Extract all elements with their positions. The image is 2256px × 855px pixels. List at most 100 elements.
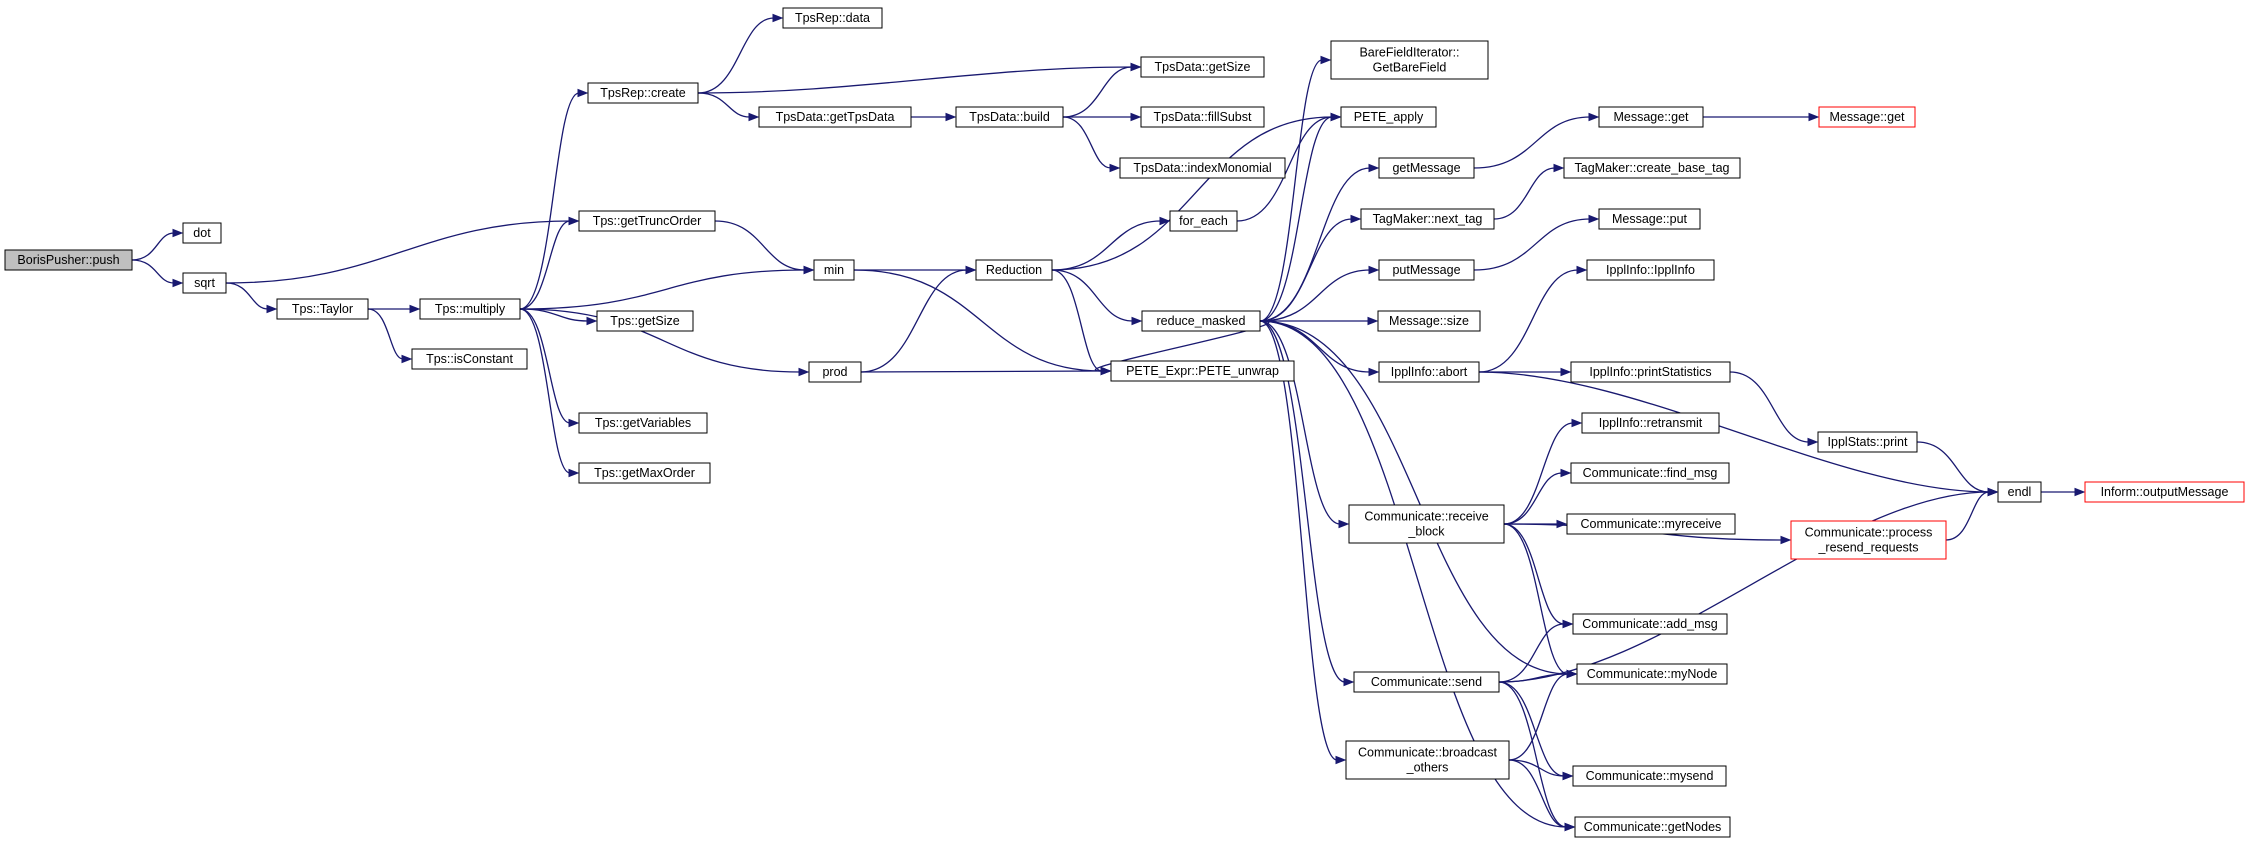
- node-label-line: Communicate::broadcast: [1358, 746, 1497, 760]
- node-comm-myreceive[interactable]: Communicate::myreceive: [1566, 513, 1736, 535]
- node-comm-broadcast-others[interactable]: Communicate::broadcast_others: [1345, 740, 1510, 780]
- edge-reduce-masked-to-comm-receive-block: [1259, 320, 1350, 529]
- node-comm-mysend[interactable]: Communicate::mysend: [1572, 765, 1727, 787]
- node-tps-taylor[interactable]: Tps::Taylor: [276, 298, 369, 320]
- node-tpsdata-fillsubst[interactable]: TpsData::fillSubst: [1140, 106, 1265, 128]
- node-box: [1818, 106, 1916, 128]
- node-comm-mynode[interactable]: Communicate::myNode: [1576, 663, 1728, 685]
- node-box: [578, 210, 716, 232]
- node-box: [1997, 481, 2042, 503]
- arrowhead-icon: [1130, 112, 1142, 122]
- edge-line: [1259, 320, 1346, 683]
- node-inform-outputmessage[interactable]: Inform::outputMessage: [2084, 481, 2245, 503]
- node-message-get[interactable]: Message::get: [1598, 106, 1704, 128]
- node-label: Communicate::broadcast_others: [1358, 746, 1497, 775]
- node-label: TpsData::indexMonomial: [1133, 161, 1271, 175]
- node-tpsdata-gettpsdata[interactable]: TpsData::getTpsData: [758, 106, 912, 128]
- node-tps-getvariables[interactable]: Tps::getVariables: [578, 412, 708, 434]
- edge-line: [860, 370, 1103, 373]
- node-prod[interactable]: prod: [808, 361, 862, 383]
- edge-line: [1503, 472, 1563, 525]
- node-box: [1330, 40, 1489, 80]
- edge-comm-send-to-comm-add-msg: [1498, 619, 1574, 683]
- node-label: Communicate::process_resend_requests: [1805, 526, 1933, 555]
- edge-tpsdata-build-to-tpsdata-fillsubst: [1063, 112, 1142, 122]
- node-comm-find-msg[interactable]: Communicate::find_msg: [1570, 462, 1730, 484]
- node-tps-gettruncorder[interactable]: Tps::getTruncOrder: [578, 210, 716, 232]
- node-comm-send[interactable]: Communicate::send: [1353, 671, 1500, 693]
- node-label: IpplInfo::printStatistics: [1589, 365, 1711, 379]
- node-ipplinfo-printstatistics[interactable]: IpplInfo::printStatistics: [1570, 361, 1731, 383]
- edge-bp-push-to-dot: [131, 228, 184, 261]
- edge-putmessage-to-message-put: [1473, 214, 1600, 271]
- node-comm-add-msg[interactable]: Communicate::add_msg: [1572, 613, 1728, 635]
- node-tpsdata-getsize[interactable]: TpsData::getSize: [1140, 56, 1265, 78]
- arrowhead-icon: [1367, 316, 1379, 326]
- node-tpsrep-create[interactable]: TpsRep::create: [587, 82, 699, 104]
- node-bfi-getbarefield[interactable]: BareFieldIterator::GetBareField: [1330, 40, 1489, 80]
- node-box: [1598, 106, 1704, 128]
- node-pete-apply[interactable]: PETE_apply: [1340, 106, 1437, 128]
- node-putmessage[interactable]: putMessage: [1378, 259, 1475, 281]
- node-message-size[interactable]: Message::size: [1377, 310, 1481, 332]
- node-tps-getmaxorder[interactable]: Tps::getMaxOrder: [578, 462, 711, 484]
- edge-line: [1051, 269, 1134, 322]
- node-comm-process-resend[interactable]: Communicate::process_resend_requests: [1790, 520, 1947, 560]
- node-tagmaker-create-base-tag[interactable]: TagMaker::create_base_tag: [1563, 157, 1741, 179]
- node-tps-getsize[interactable]: Tps::getSize: [596, 310, 694, 332]
- node-tagmaker-next-tag[interactable]: TagMaker::next_tag: [1360, 208, 1495, 230]
- node-tps-isconstant[interactable]: Tps::isConstant: [411, 348, 528, 370]
- arrowhead-icon: [1553, 163, 1565, 173]
- edge-reduce-masked-to-comm-broadcast-others: [1259, 320, 1347, 765]
- arrowhead-icon: [1780, 535, 1792, 545]
- edge-line: [1508, 759, 1567, 828]
- node-message-put[interactable]: Message::put: [1598, 208, 1701, 230]
- node-label: endl: [2008, 485, 2032, 499]
- edge-line: [1259, 320, 1567, 828]
- arrowhead-icon: [568, 468, 580, 478]
- node-getmessage[interactable]: getMessage: [1378, 157, 1475, 179]
- node-ipplinfo-abort[interactable]: IpplInfo::abort: [1378, 361, 1480, 383]
- edge-line: [697, 66, 1133, 94]
- arrowhead-icon: [1159, 216, 1171, 226]
- node-tps-multiply[interactable]: Tps::multiply: [419, 298, 521, 320]
- edge-reduce-masked-to-putmessage: [1259, 265, 1380, 322]
- node-box: [1348, 504, 1505, 544]
- node-ipplstats-print[interactable]: IpplStats::print: [1817, 431, 1918, 453]
- edge-reduction-to-pete-unwrap: [1051, 269, 1112, 376]
- node-reduce-masked[interactable]: reduce_masked: [1141, 310, 1261, 332]
- node-box: [1378, 157, 1475, 179]
- node-comm-getnodes[interactable]: Communicate::getNodes: [1574, 816, 1731, 838]
- node-tpsrep-data[interactable]: TpsRep::data: [782, 7, 883, 29]
- node-box: [1353, 671, 1500, 693]
- edge-line: [1508, 759, 1565, 777]
- node-box: [1572, 613, 1728, 635]
- node-message-get-red[interactable]: Message::get: [1818, 106, 1916, 128]
- node-reduction[interactable]: Reduction: [975, 259, 1053, 281]
- node-endl[interactable]: endl: [1997, 481, 2042, 503]
- edge-endl-to-inform-outputmessage: [2040, 487, 2086, 497]
- node-box: [1570, 361, 1731, 383]
- arrowhead-icon: [1350, 214, 1362, 224]
- edge-line: [519, 269, 806, 310]
- node-ipplinfo-retransmit[interactable]: IpplInfo::retransmit: [1581, 412, 1720, 434]
- arrowhead-icon: [1100, 366, 1112, 376]
- edge-tpsrep-create-to-tpsdata-getsize: [697, 62, 1142, 94]
- node-pete-unwrap[interactable]: PETE_Expr::PETE_unwrap: [1110, 360, 1295, 382]
- node-min[interactable]: min: [813, 259, 855, 281]
- node-tpsdata-build[interactable]: TpsData::build: [955, 106, 1064, 128]
- node-box: [1141, 310, 1261, 332]
- edge-line: [131, 259, 175, 284]
- node-comm-receive-block[interactable]: Communicate::receive_block: [1348, 504, 1505, 544]
- node-tpsdata-indexmonomial[interactable]: TpsData::indexMonomial: [1119, 157, 1286, 179]
- arrowhead-icon: [965, 265, 977, 275]
- node-label: Tps::isConstant: [426, 352, 513, 366]
- node-box: [578, 462, 711, 484]
- edge-reduction-to-pete-apply: [1051, 112, 1342, 271]
- edge-line: [1498, 623, 1565, 683]
- node-sqrt[interactable]: sqrt: [182, 272, 227, 294]
- node-dot[interactable]: dot: [182, 222, 222, 244]
- node-box: [1576, 663, 1728, 685]
- node-for-each[interactable]: for_each: [1169, 210, 1238, 232]
- node-ipplinfo-ipplinfo[interactable]: IpplInfo::IpplInfo: [1586, 259, 1715, 281]
